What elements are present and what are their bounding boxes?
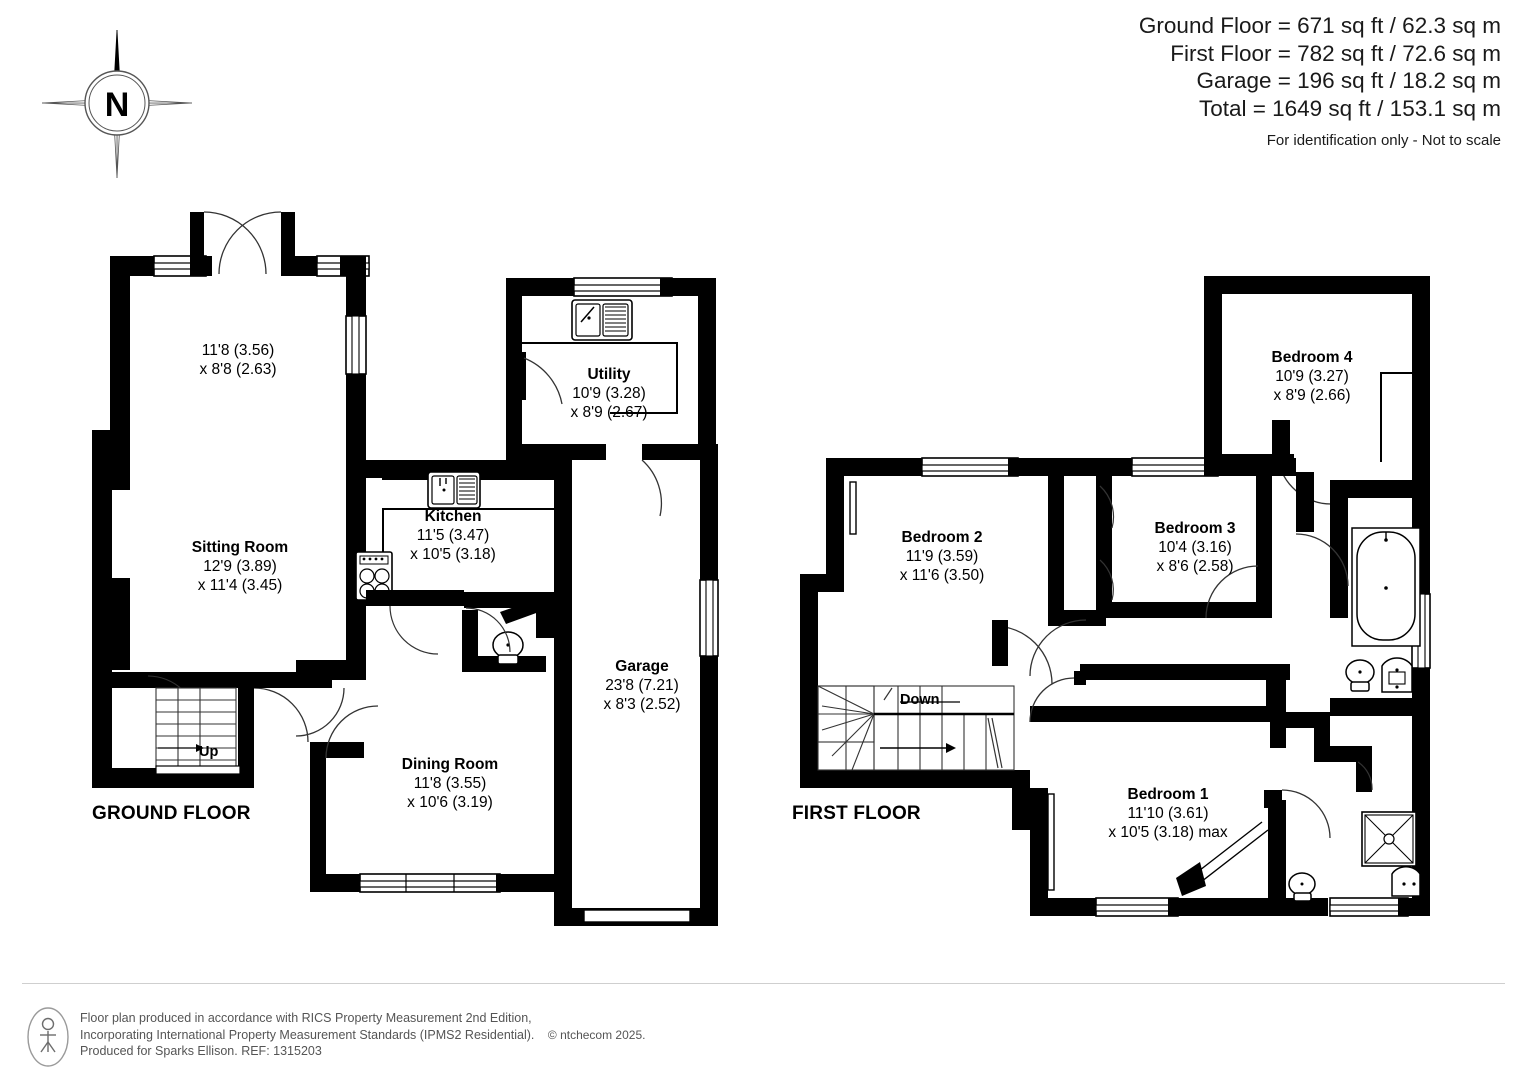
room-dim2: x 8'6 (2.58) — [1156, 558, 1234, 575]
room-label-bedroom-1: Bedroom 1 11'10 (3.61) x 10'5 (3.18) max — [1068, 785, 1268, 842]
room-name: Bedroom 4 — [1271, 349, 1353, 366]
room-label-bedroom-2: Bedroom 2 11'9 (3.59) x 11'6 (3.50) — [852, 528, 1032, 585]
room-dim1: 10'4 (3.16) — [1158, 539, 1232, 556]
footer-text: Floor plan produced in accordance with R… — [80, 1006, 645, 1060]
area-line-total: Total = 1649 sq ft / 153.1 sq m — [1198, 95, 1501, 121]
room-label-sitting-room-bay: 11'8 (3.56) x 8'8 (2.63) — [138, 341, 338, 379]
room-dim2: x 8'9 (2.66) — [1273, 387, 1351, 404]
room-dim1: 10'9 (3.28) — [572, 385, 646, 402]
room-label-bedroom-4: Bedroom 4 10'9 (3.27) x 8'9 (2.66) — [1222, 348, 1402, 405]
stair-label-down: Down — [900, 692, 940, 708]
area-line-first: First Floor = 782 sq ft / 72.6 sq m — [1170, 40, 1501, 66]
area-disclaimer: For identification only - Not to scale — [1266, 132, 1501, 149]
room-name: Bedroom 3 — [1154, 520, 1236, 537]
room-dim2: x 8'8 (2.63) — [199, 361, 277, 378]
ground-floor-plan — [92, 211, 719, 926]
footer-line-2: Incorporating International Property Mea… — [80, 1027, 645, 1044]
room-dim1: 11'8 (3.56) — [201, 342, 275, 359]
footer: Floor plan produced in accordance with R… — [26, 1006, 645, 1068]
room-label-bedroom-3: Bedroom 3 10'4 (3.16) x 8'6 (2.58) — [1105, 519, 1285, 576]
area-summary: Ground Floor = 671 sq ft / 62.3 sq m Fir… — [1139, 12, 1501, 152]
room-label-sitting-room: Sitting Room 12'9 (3.89) x 11'4 (3.45) — [135, 538, 345, 595]
room-dim2: x 10'5 (3.18) max — [1108, 824, 1228, 841]
footer-line-1: Floor plan produced in accordance with R… — [80, 1011, 532, 1025]
room-label-utility: Utility 10'9 (3.28) x 8'9 (2.67) — [524, 365, 694, 422]
floor-label-first: FIRST FLOOR — [792, 803, 921, 824]
room-label-dining-room: Dining Room 11'8 (3.55) x 10'6 (3.19) — [360, 755, 540, 812]
area-line-garage: Garage = 196 sq ft / 18.2 sq m — [1196, 68, 1501, 93]
room-name: Garage — [615, 658, 669, 675]
room-name: Dining Room — [401, 756, 499, 773]
first-floor-plan — [800, 276, 1431, 917]
footer-divider — [22, 983, 1505, 984]
room-dim1: 23'8 (7.21) — [605, 677, 679, 694]
footer-copyright: © ntchecom 2025. — [547, 1027, 646, 1042]
area-line-ground: Ground Floor = 671 sq ft / 62.3 sq m — [1138, 13, 1501, 38]
room-dim2: x 11'6 (3.50) — [899, 567, 985, 584]
footer-line-2a: Incorporating International Property Mea… — [80, 1027, 535, 1042]
room-dim2: x 11'4 (3.45) — [197, 577, 283, 594]
room-dim1: 11'8 (3.55) — [413, 775, 487, 792]
compass-rose-icon: N — [41, 28, 193, 179]
room-name: Utility — [587, 366, 631, 383]
footer-line-3: Produced for Sparks Ellison. REF: 131520… — [80, 1044, 322, 1058]
room-dim2: x 10'5 (3.18) — [410, 546, 496, 563]
person-icon — [27, 1007, 69, 1067]
floor-label-ground: GROUND FLOOR — [92, 803, 251, 824]
room-name: Bedroom 1 — [1127, 786, 1209, 803]
room-dim1: 12'9 (3.89) — [203, 558, 277, 575]
room-dim1: 11'5 (3.47) — [416, 527, 490, 544]
room-name: Bedroom 2 — [901, 529, 983, 546]
room-name: Sitting Room — [191, 539, 289, 556]
room-dim1: 11'10 (3.61) — [1127, 805, 1209, 822]
compass-north-label: N — [105, 86, 130, 124]
room-dim2: x 8'3 (2.52) — [603, 696, 681, 713]
room-dim1: 10'9 (3.27) — [1275, 368, 1349, 385]
room-name: Kitchen — [424, 508, 482, 525]
room-label-kitchen: Kitchen 11'5 (3.47) x 10'5 (3.18) — [368, 507, 538, 564]
stair-label-up: Up — [199, 744, 219, 760]
room-dim1: 11'9 (3.59) — [905, 548, 979, 565]
room-label-garage: Garage 23'8 (7.21) x 8'3 (2.52) — [562, 657, 722, 714]
room-dim2: x 8'9 (2.67) — [570, 404, 648, 421]
room-dim2: x 10'6 (3.19) — [407, 794, 493, 811]
